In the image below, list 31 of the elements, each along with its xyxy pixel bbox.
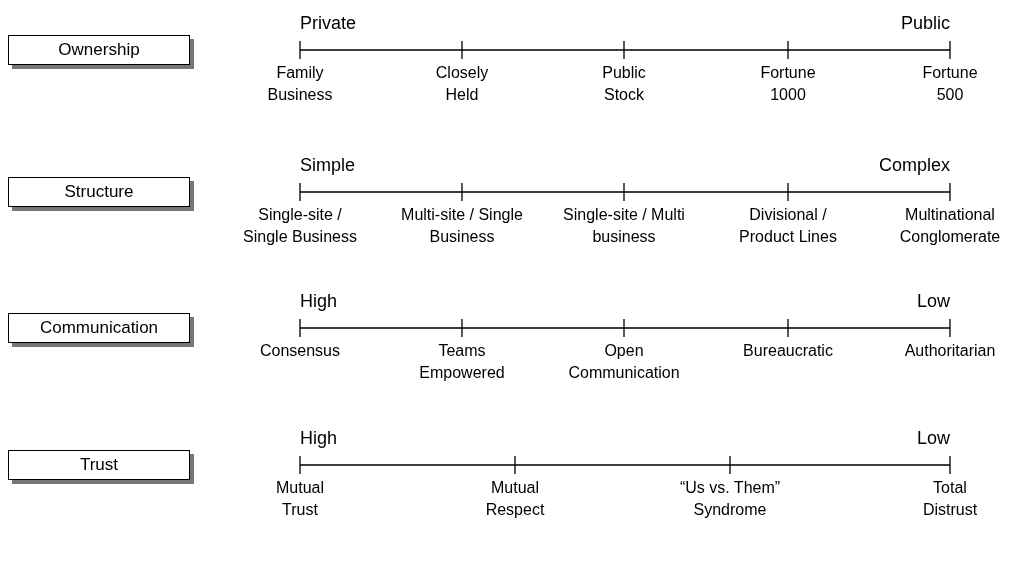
scale-point-label: Fortune 500 [921, 63, 979, 105]
scale-point-label: Mutual Trust [275, 478, 325, 520]
scale-end-label: Private [300, 12, 357, 34]
scale-point-label: Public Stock [601, 63, 647, 105]
scale-point-label: Closely Held [434, 63, 490, 105]
scale-point-label: Total Distrust [921, 478, 979, 520]
scale-point-label: Single-site / Multi business [562, 205, 686, 247]
scale-point-label: Open Communication [567, 341, 681, 383]
category-label: Structure [64, 182, 134, 202]
scale-point-label: Multi-site / Single Business [400, 205, 524, 247]
scale-end-label: High [300, 427, 338, 449]
category-label: Trust [79, 455, 119, 475]
scale-point-label: “Us vs. Them” Syndrome [678, 478, 782, 520]
scale-end-label: High [300, 290, 338, 312]
scale-point-label: Mutual Respect [484, 478, 546, 520]
category-label: Communication [39, 318, 159, 338]
scale-point-label: Teams Empowered [418, 341, 506, 383]
scale-point-label: Fortune 1000 [759, 63, 817, 105]
scale-point-label: Multinational Conglomerate [898, 205, 1002, 247]
scale-end-label: Low [916, 427, 950, 449]
scale-end-label: Low [916, 290, 950, 312]
scale-point-label: Consensus [258, 341, 341, 361]
scale-point-label: Divisional / Product Lines [738, 205, 838, 247]
category-label: Ownership [58, 40, 140, 60]
scale-end-label: Public [900, 12, 950, 34]
scale-end-label: Complex [878, 154, 950, 176]
scale-point-label: Single-site / Single Business [242, 205, 358, 247]
scale-point-label: Bureaucratic [742, 341, 834, 361]
scale-end-label: Simple [300, 154, 356, 176]
scale-point-label: Authoritarian [903, 341, 997, 361]
scale-point-label: Family Business [266, 63, 334, 105]
